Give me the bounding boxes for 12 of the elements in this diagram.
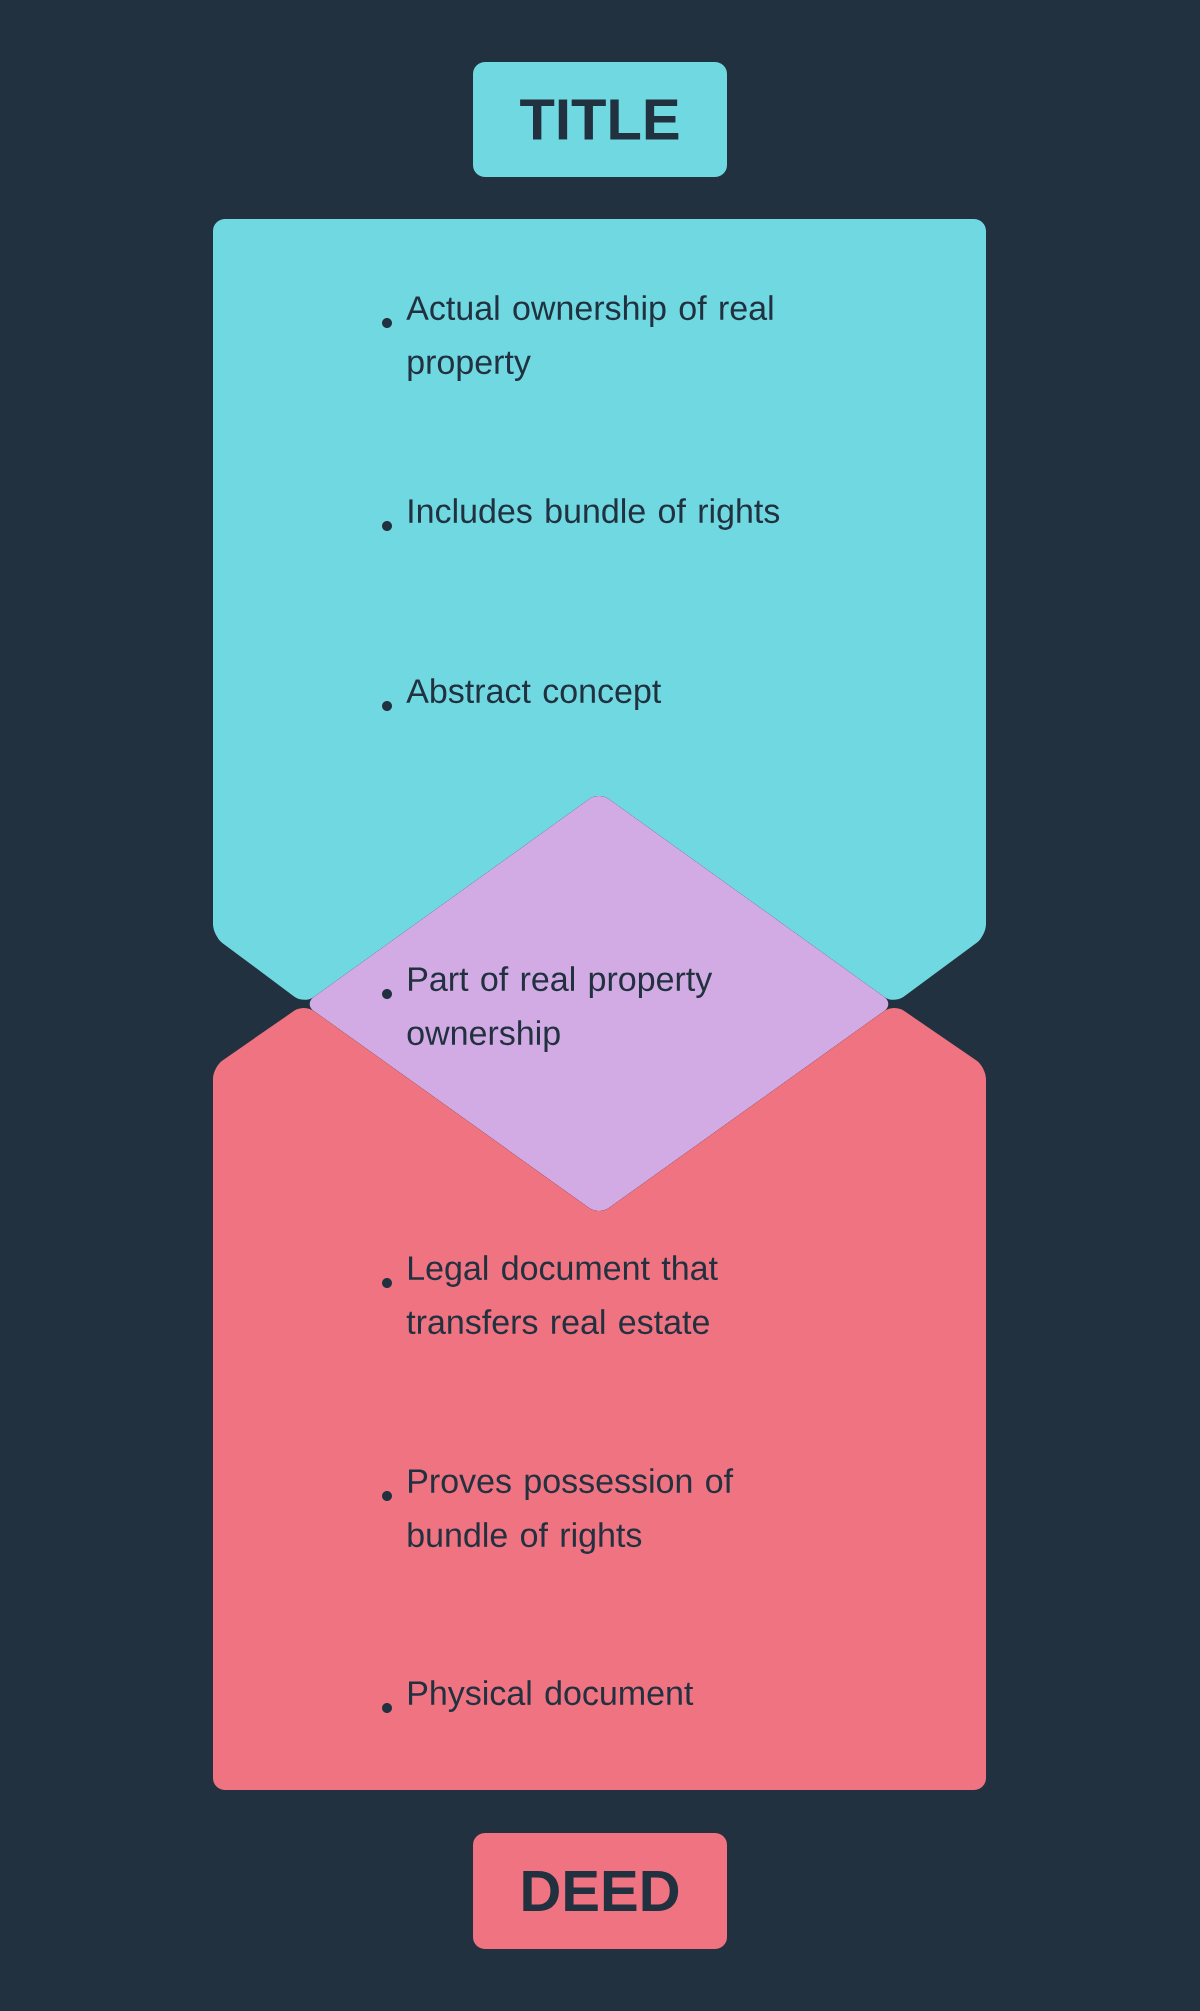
bullet-text: Includes bundle of rights [382,498,780,531]
bullet-text: Legal document that transfers real estate [382,1255,718,1335]
bullet-text: Proves possession of bundle of rights [382,1468,734,1554]
heading-box: DEED [473,1833,727,1949]
overlap-diamond [309,796,889,1211]
bullet-text: Abstract concept [382,678,662,711]
deed-panel [213,1008,986,1790]
bullet-text: Actual ownership of real property [382,295,773,381]
bullet-text: Physical document [382,1680,694,1713]
title-panel [213,219,986,1000]
bullet-text: Part of real property ownership [382,966,713,1052]
heading-box: TITLE [473,62,727,177]
